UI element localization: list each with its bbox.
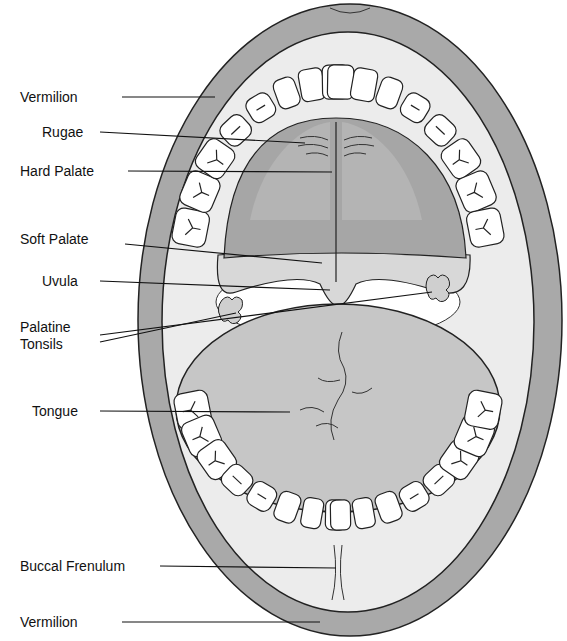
- upper-teeth: [474, 219, 491, 237]
- part-label: Vermilion: [20, 614, 78, 631]
- rugae-ridges: [298, 136, 374, 156]
- tongue-fissures: [300, 332, 372, 440]
- upper-teeth: [271, 75, 302, 111]
- leader-lines: [100, 292, 432, 335]
- rugae-ridges: [344, 144, 374, 148]
- tongue: [176, 304, 500, 512]
- upper-teeth: [257, 105, 266, 110]
- lower-teeth: [258, 494, 267, 499]
- rugae-ridges: [306, 153, 328, 156]
- upper-teeth: [217, 111, 255, 149]
- frenulum-fold: [332, 545, 344, 600]
- soft-palate: [217, 250, 470, 306]
- lower-teeth: [189, 427, 208, 447]
- upper-teeth: [217, 111, 255, 149]
- leader-lines: [160, 566, 336, 568]
- lower-teeth: [410, 494, 419, 499]
- upper-teeth: [374, 75, 405, 111]
- leader-lines: [100, 132, 305, 143]
- lower-teeth: [451, 451, 472, 472]
- leader-lines: [100, 281, 330, 290]
- part-label: Rugae: [42, 124, 83, 141]
- lower-teeth: [300, 497, 325, 530]
- leader-lines: [100, 313, 236, 342]
- part-label: Soft Palate: [20, 231, 89, 248]
- upper-teeth: [171, 207, 211, 249]
- lower-teeth: [300, 497, 325, 530]
- leader-lines: [100, 97, 432, 622]
- upper-teeth: [185, 219, 202, 237]
- leader-lines: [122, 621, 320, 622]
- leader-lines: [100, 411, 290, 412]
- lip-crease: [330, 8, 370, 13]
- upper-teeth: [374, 75, 405, 111]
- part-label: Tongue: [32, 403, 78, 420]
- mouth-opening: [162, 32, 534, 612]
- lower-teeth: [351, 497, 376, 530]
- upper-teeth: [464, 183, 483, 203]
- leader-lines: [125, 244, 322, 263]
- tongue-fissures: [352, 388, 372, 393]
- upper-teeth: [411, 105, 420, 110]
- rugae-ridges: [344, 153, 366, 156]
- upper-teeth: [171, 65, 506, 249]
- upper-teeth: [436, 126, 445, 134]
- palatine-tonsil: [426, 275, 450, 302]
- tongue-fissures: [318, 378, 340, 382]
- upper-teeth: [193, 183, 212, 203]
- part-label: Hard Palate: [20, 163, 94, 180]
- rugae-ridges: [344, 136, 372, 140]
- lower-teeth: [244, 479, 280, 515]
- lower-teeth: [272, 489, 303, 525]
- upper-teeth: [243, 90, 279, 126]
- upper-teeth: [397, 90, 433, 126]
- upper-teeth: [231, 126, 240, 134]
- leader-lines: [122, 96, 215, 97]
- lower-teeth: [272, 489, 303, 525]
- upper-teeth: [350, 67, 379, 103]
- part-label: Palatine Tonsils: [20, 319, 98, 353]
- upper-teeth: [397, 90, 433, 126]
- upper-teeth: [465, 207, 505, 249]
- lower-teeth: [467, 427, 486, 447]
- upper-teeth: [465, 207, 505, 249]
- part-label: Buccal Frenulum: [20, 558, 125, 575]
- upper-teeth: [171, 207, 211, 249]
- rugae-ridges: [298, 144, 328, 148]
- tongue-fissures: [331, 332, 346, 440]
- lower-teeth: [463, 389, 503, 431]
- lower-teeth: [330, 500, 351, 530]
- rugae-ridges: [300, 136, 328, 140]
- upper-teeth: [448, 150, 469, 171]
- palate-shading: [250, 122, 330, 220]
- upper-teeth: [350, 67, 379, 103]
- lower-teeth: [435, 476, 444, 484]
- palate-shading: [342, 122, 422, 220]
- lower-teeth: [233, 476, 242, 484]
- upper-teeth: [271, 75, 302, 111]
- leader-lines: [128, 171, 332, 172]
- part-label: Uvula: [42, 273, 78, 290]
- lower-teeth: [244, 479, 280, 515]
- upper-teeth: [207, 150, 228, 171]
- tongue-fissures: [316, 423, 338, 428]
- tongue-fissures: [300, 407, 324, 412]
- part-label: Vermilion: [20, 89, 78, 106]
- lower-teeth: [351, 497, 376, 530]
- lower-teeth: [181, 401, 198, 419]
- upper-teeth: [243, 90, 279, 126]
- palatine-raphe: [335, 122, 336, 282]
- lower-teeth: [204, 451, 225, 472]
- lower-teeth: [330, 500, 351, 530]
- lower-teeth: [173, 389, 504, 530]
- lower-teeth: [463, 389, 503, 431]
- lower-teeth: [478, 401, 495, 419]
